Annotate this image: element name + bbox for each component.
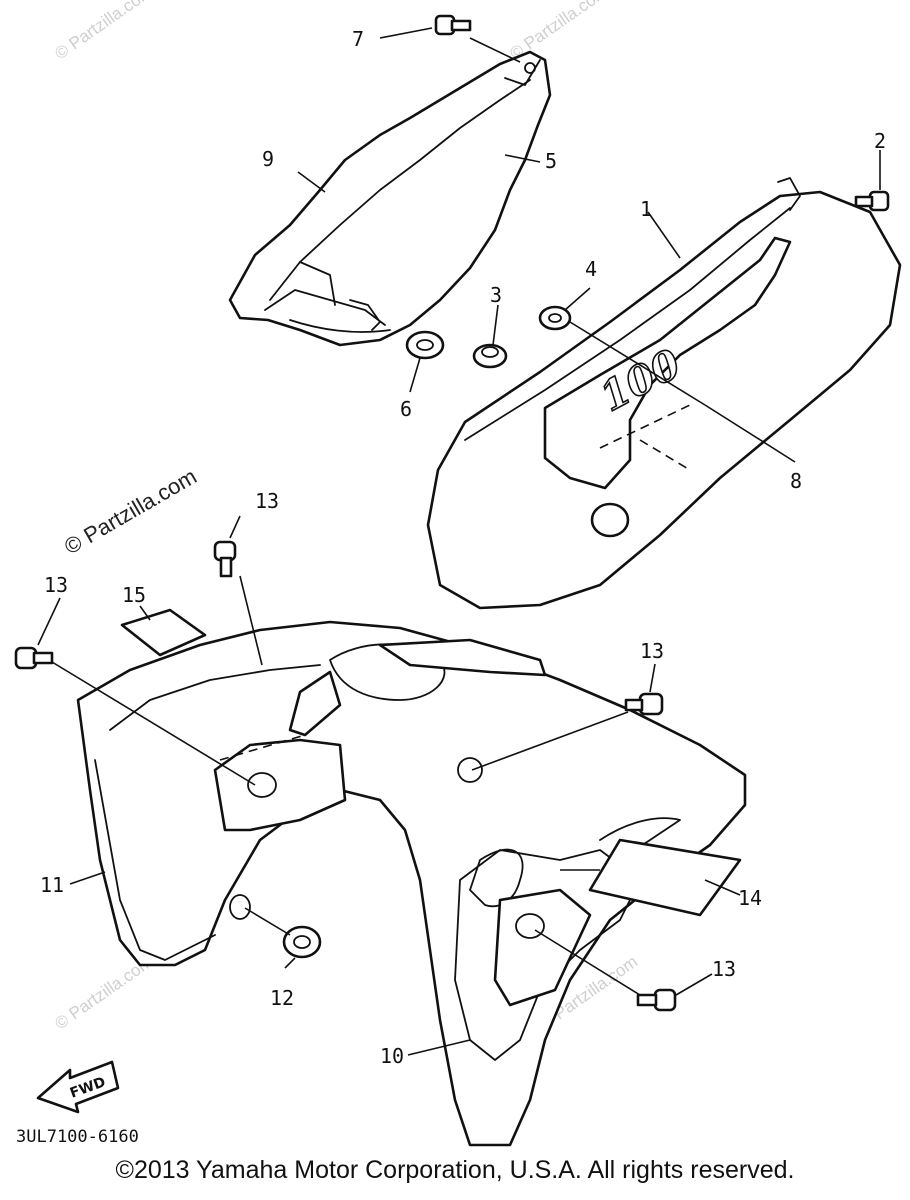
callout-11: 11 (40, 873, 64, 897)
bolt-13-left (14, 646, 54, 670)
bolt-13-right (624, 692, 664, 716)
grommet-6 (405, 330, 445, 360)
bolt-7 (434, 14, 472, 36)
callout-8: 8 (790, 469, 802, 493)
callout-13-right: 13 (640, 639, 664, 663)
side-cover-1: 100 (426, 177, 902, 610)
bolt-13-top (213, 540, 237, 578)
callout-7: 7 (352, 27, 364, 51)
callout-6: 6 (400, 397, 412, 421)
bolt-13-bottom (636, 988, 677, 1012)
callout-12: 12 (270, 986, 294, 1010)
callout-10: 10 (380, 1044, 404, 1068)
bolt-2 (854, 190, 890, 212)
decal-14 (588, 838, 742, 917)
callout-4: 4 (585, 257, 597, 281)
side-cover-bracket (228, 50, 552, 347)
callout-13-left: 13 (44, 573, 68, 597)
callout-14: 14 (738, 886, 762, 910)
callout-13-top: 13 (255, 489, 279, 513)
fwd-arrow-icon: FWD (36, 1060, 120, 1114)
grommet-4 (538, 305, 572, 331)
callout-15: 15 (122, 583, 146, 607)
callout-1: 1 (640, 197, 652, 221)
callout-9: 9 (262, 147, 274, 171)
callout-5: 5 (545, 149, 557, 173)
grommet-3 (472, 343, 508, 369)
decal-15 (120, 608, 207, 657)
callout-2: 2 (874, 129, 886, 153)
callout-13-bottom: 13 (712, 957, 736, 981)
leader-lines (37, 27, 881, 1056)
side-cover-10 (76, 620, 747, 1147)
grommet-12 (282, 925, 322, 959)
diagram-code: 3UL7100-6160 (16, 1127, 139, 1147)
copyright-notice: ©2013 Yamaha Motor Corporation, U.S.A. A… (115, 1156, 795, 1184)
watermark-main: © Partzilla.com (60, 464, 201, 560)
watermark-faint: © Partzilla.com (51, 0, 156, 63)
callout-3: 3 (490, 283, 502, 307)
